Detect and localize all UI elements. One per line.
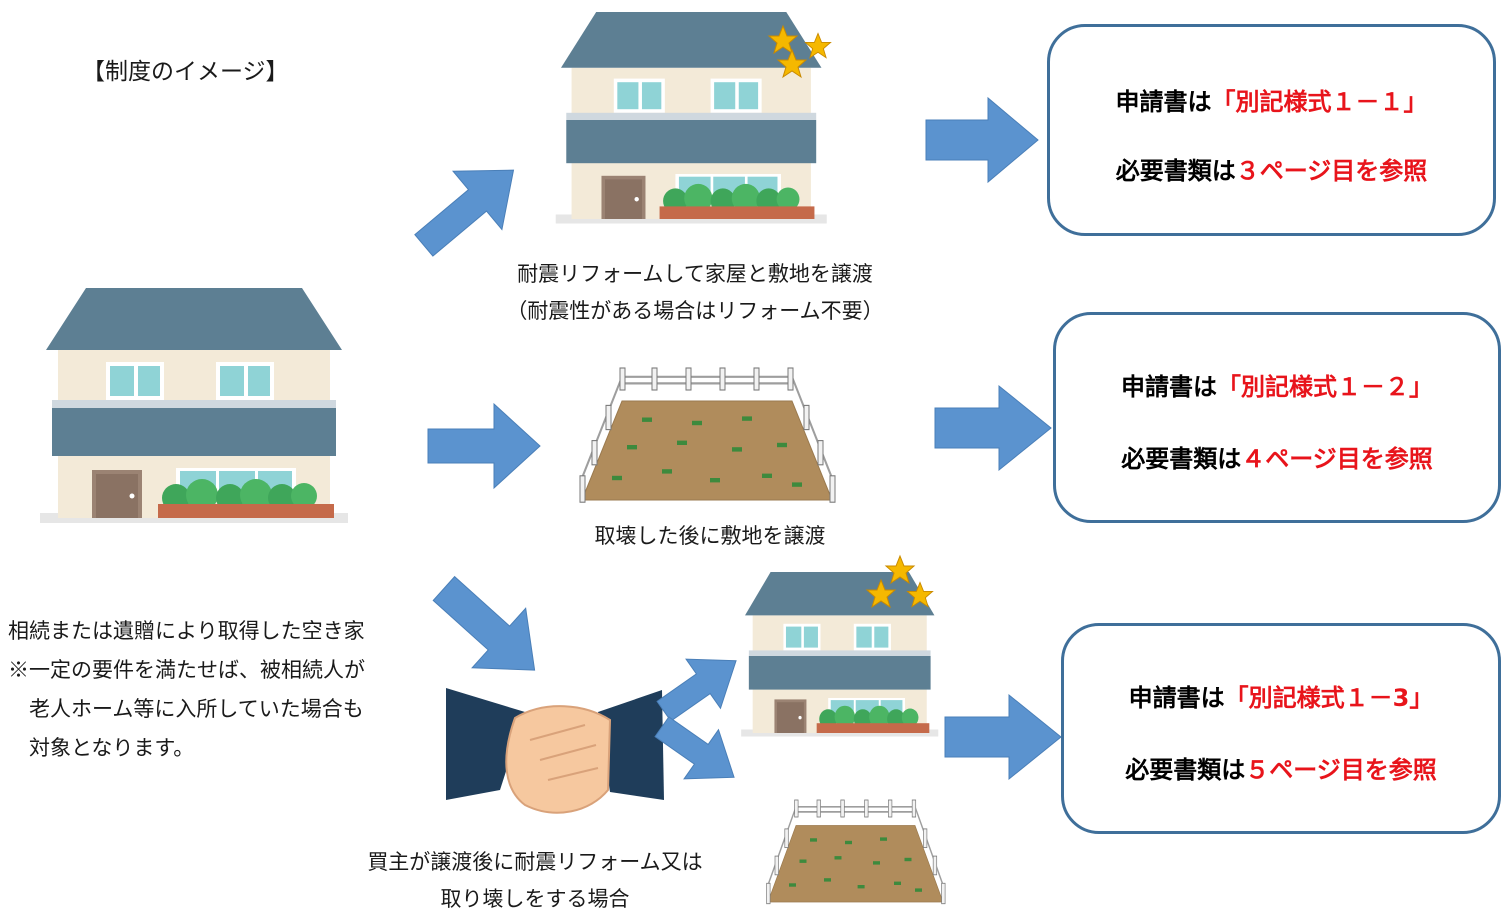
form-name: 「別記様式１－１」	[1211, 88, 1428, 116]
description-line: ※一定の要件を満たせば、被相続人が	[8, 658, 365, 682]
vacant-lot-illustration	[578, 366, 837, 504]
required-docs-line: 必要書類は５ページ目を参照	[1064, 750, 1498, 785]
docs-prefix: 必要書類は	[1121, 445, 1242, 473]
application-box-3: 申請書は「別記様式１－3」 必要書類は５ページ目を参照	[1061, 623, 1501, 834]
arrow-buyer-demolish-icon	[654, 716, 735, 780]
vacant-lot-small-illustration	[765, 799, 946, 905]
docs-prefix: 必要書類は	[1115, 157, 1236, 185]
form-name: 「別記様式１－3」	[1224, 684, 1434, 712]
arrow-to-demolish-icon	[427, 402, 541, 490]
caption-demolish: 取壊した後に敷地を譲渡	[594, 524, 826, 548]
caption-buyer-line-1: 買主が譲渡後に耐震リフォーム又は	[367, 850, 703, 874]
docs-prefix: 必要書類は	[1125, 756, 1246, 784]
arrow-to-buyer-icon	[432, 575, 536, 671]
arrow-to-renovate-icon	[414, 169, 515, 257]
arrow-box-3-icon	[944, 693, 1062, 781]
application-form-line: 申請書は「別記様式１－3」	[1064, 678, 1498, 713]
caption-renovate-line-2: （耐震性がある場合はリフォーム不要）	[506, 299, 884, 323]
arrow-box-1-icon	[925, 96, 1039, 184]
docs-page-ref: ３ページ目を参照	[1235, 157, 1428, 185]
application-prefix: 申請書は	[1121, 373, 1217, 401]
application-prefix: 申請書は	[1128, 684, 1225, 712]
description-line: 相続または遺贈により取得した空き家	[8, 619, 365, 643]
arrow-box-2-icon	[934, 384, 1052, 472]
inherited-house-illustration	[40, 288, 348, 523]
renovated-house-small-illustration	[741, 572, 939, 737]
caption-renovate-line-1: 耐震リフォームして家屋と敷地を譲渡	[517, 262, 873, 286]
required-docs-line: 必要書類は４ページ目を参照	[1056, 439, 1498, 474]
docs-page-ref: ４ページ目を参照	[1241, 445, 1433, 473]
diagram-title: 【制度のイメージ】	[82, 59, 289, 85]
handshake-icon	[446, 688, 664, 814]
docs-page-ref: ５ページ目を参照	[1245, 756, 1437, 784]
description-line: 老人ホーム等に入所していた場合も	[8, 697, 364, 721]
application-prefix: 申請書は	[1115, 88, 1212, 116]
application-form-line: 申請書は「別記様式１－２」	[1056, 367, 1498, 402]
application-box-2: 申請書は「別記様式１－２」 必要書類は４ページ目を参照	[1053, 312, 1501, 523]
arrow-buyer-renovate-icon	[656, 658, 737, 722]
inherited-house-description: 相続または遺贈により取得した空き家 ※一定の要件を満たせば、被相続人が 老人ホー…	[8, 612, 365, 768]
caption-renovate: 耐震リフォームして家屋と敷地を譲渡 （耐震性がある場合はリフォーム不要）	[470, 256, 920, 330]
description-line: 対象となります。	[8, 736, 195, 760]
application-form-line: 申請書は「別記様式１－１」	[1050, 82, 1493, 117]
caption-buyer-line-2: 取り壊しをする場合	[440, 887, 630, 911]
required-docs-line: 必要書類は３ページ目を参照	[1050, 151, 1493, 186]
form-name: 「別記様式１－２」	[1217, 373, 1433, 401]
caption-buyer: 買主が譲渡後に耐震リフォーム又は 取り壊しをする場合	[300, 844, 770, 918]
application-box-1: 申請書は「別記様式１－１」 必要書類は３ページ目を参照	[1047, 24, 1496, 236]
